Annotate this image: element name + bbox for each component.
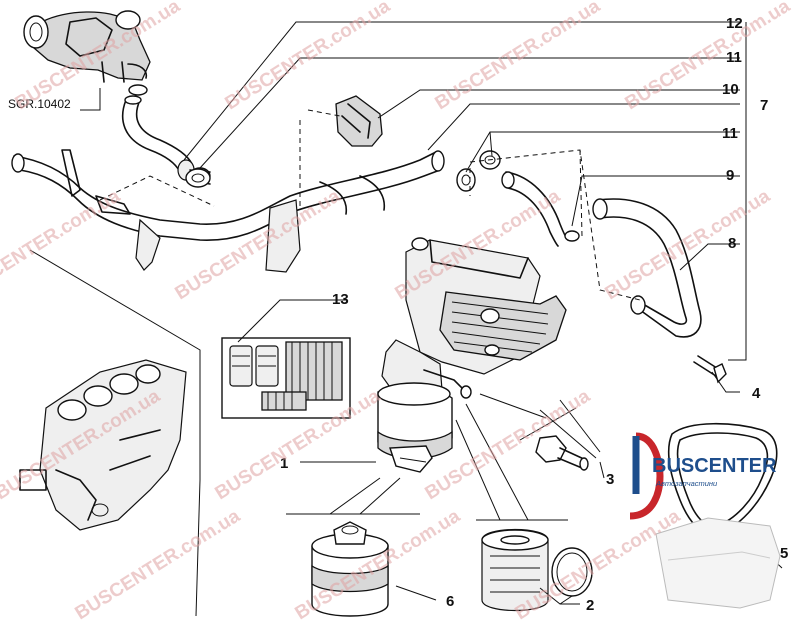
clamp-10	[335, 95, 383, 147]
brand-logo: BUSCENTER Автозапчастини	[629, 432, 781, 609]
pressure-sensor-3	[535, 435, 589, 471]
hose-clamp-11a	[185, 168, 211, 188]
callout-6: 6	[446, 593, 454, 610]
engine-block	[19, 359, 187, 531]
filter-kit-13	[221, 337, 351, 419]
callout-leaders	[29, 21, 783, 617]
callout-10: 10	[722, 81, 739, 98]
oil-cooler-assembly	[377, 237, 567, 473]
coolant-hose-8	[592, 198, 702, 338]
callout-2: 2	[586, 597, 594, 614]
callout-11b: 11	[722, 125, 738, 142]
reference-label: SGR.10402	[8, 97, 71, 111]
oil-filter-6	[311, 521, 389, 617]
callout-labels: 12 11 10 7 11 9 8 13 4 1 3 5 6 2	[280, 15, 788, 614]
bolt-4	[693, 355, 727, 384]
callout-8: 8	[728, 235, 736, 252]
callout-5: 5	[780, 545, 788, 562]
reference-leader	[80, 88, 101, 111]
filter-element-2	[481, 528, 593, 612]
callout-7: 7	[760, 97, 768, 114]
callout-3: 3	[606, 471, 614, 488]
watermark-2: BUSCENTER.com.ua	[222, 0, 395, 114]
assembly-lines	[99, 109, 641, 301]
coolant-hose-9	[501, 171, 580, 247]
watermark-5: BUSCENTER.com.ua	[0, 186, 124, 305]
callout-11a: 11	[726, 49, 742, 66]
watermark-3: BUSCENTER.com.ua	[432, 0, 605, 114]
callout-4: 4	[752, 385, 761, 402]
callout-12: 12	[726, 15, 743, 32]
watermark-8: BUSCENTER.com.ua	[602, 186, 775, 305]
watermark-6: BUSCENTER.com.ua	[172, 186, 345, 305]
coolant-pipe	[11, 149, 445, 273]
callout-1: 1	[280, 455, 288, 472]
callout-9: 9	[726, 167, 734, 184]
brand-tagline: Автозапчастини	[655, 479, 718, 488]
brand-name: BUSCENTER	[652, 455, 777, 477]
callout-13: 13	[332, 291, 349, 308]
hose-clamp-11b	[456, 150, 501, 192]
thermostat-housing	[23, 10, 151, 96]
